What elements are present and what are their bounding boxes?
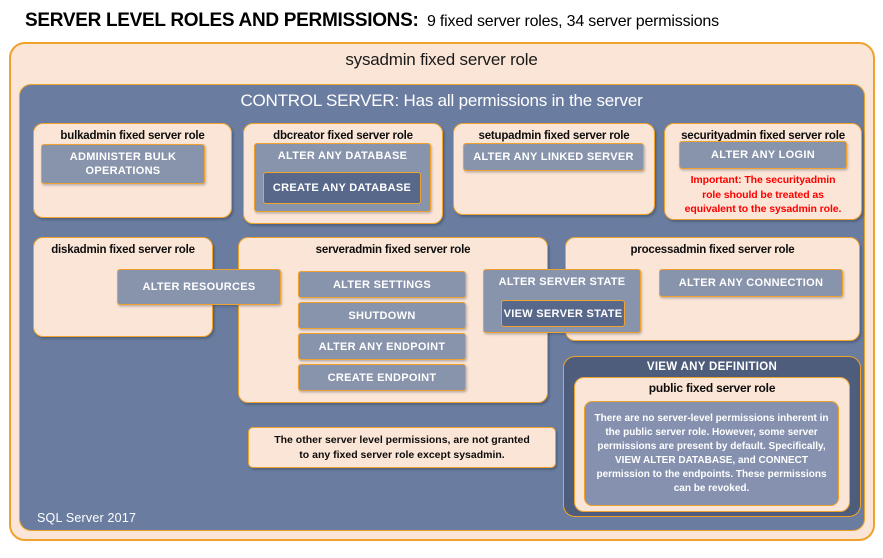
- permission-alter-any-connection: ALTER ANY CONNECTION: [659, 269, 843, 297]
- bulkadmin-role-box: bulkadmin fixed server role ADMINISTER B…: [33, 123, 232, 218]
- permission-alter-any-login: ALTER ANY LOGIN: [679, 141, 847, 169]
- diskadmin-role-title: diskadmin fixed server role: [51, 244, 195, 256]
- permission-create-endpoint: CREATE ENDPOINT: [298, 364, 466, 391]
- public-role-description: There are no server-level permissions in…: [584, 401, 839, 506]
- public-role-box: public fixed server role There are no se…: [574, 377, 850, 512]
- permission-alter-any-endpoint: ALTER ANY ENDPOINT: [298, 333, 466, 360]
- view-any-definition-box: VIEW ANY DEFINITION public fixed server …: [563, 356, 861, 517]
- securityadmin-warning-text: Important: The securityadmin role should…: [684, 174, 842, 215]
- public-role-title: public fixed server role: [648, 381, 776, 395]
- other-permissions-note: The other server level permissions, are …: [248, 427, 556, 468]
- permission-view-server-state: VIEW SERVER STATE: [501, 300, 625, 327]
- permission-create-any-database: CREATE ANY DATABASE: [263, 172, 421, 204]
- securityadmin-role-box: securityadmin fixed server role ALTER AN…: [664, 123, 862, 220]
- page-title-subheading: 9 fixed server roles, 34 server permissi…: [426, 13, 719, 30]
- securityadmin-role-title: securityadmin fixed server role: [681, 130, 845, 142]
- bulkadmin-role-title: bulkadmin fixed server role: [60, 130, 205, 142]
- permission-shutdown: SHUTDOWN: [298, 302, 466, 329]
- permission-alter-server-state-label: ALTER SERVER STATE: [498, 276, 626, 288]
- page-title: SERVER LEVEL ROLES AND PERMISSIONS: 9 fi…: [25, 10, 719, 32]
- serveradmin-role-box: serveradmin fixed server role ALTER SETT…: [238, 237, 548, 403]
- setupadmin-role-box: setupadmin fixed server role ALTER ANY L…: [453, 123, 655, 215]
- permission-view-any-definition-label: VIEW ANY DEFINITION: [646, 361, 778, 373]
- serveradmin-role-title: serveradmin fixed server role: [315, 244, 471, 256]
- setupadmin-role-title: setupadmin fixed server role: [478, 130, 630, 142]
- permission-alter-any-database: ALTER ANY DATABASE CREATE ANY DATABASE: [254, 143, 431, 212]
- sql-server-version-label: SQL Server 2017: [37, 511, 137, 525]
- control-server-label: CONTROL SERVER: Has all permissions in t…: [240, 91, 643, 110]
- sysadmin-role-label: sysadmin fixed server role: [345, 50, 538, 69]
- permission-alter-any-database-label: ALTER ANY DATABASE: [277, 150, 408, 162]
- processadmin-role-title: processadmin fixed server role: [630, 244, 795, 256]
- permission-administer-bulk-operations: ADMINISTER BULK OPERATIONS: [41, 144, 205, 184]
- permission-alter-settings: ALTER SETTINGS: [298, 271, 466, 298]
- dbcreator-role-title: dbcreator fixed server role: [273, 130, 413, 142]
- permission-alter-any-linked-server: ALTER ANY LINKED SERVER: [463, 143, 644, 171]
- permission-alter-resources: ALTER RESOURCES: [117, 269, 281, 305]
- page-title-heading: SERVER LEVEL ROLES AND PERMISSIONS:: [25, 10, 419, 31]
- dbcreator-role-box: dbcreator fixed server role ALTER ANY DA…: [243, 123, 443, 224]
- permission-alter-server-state: ALTER SERVER STATE VIEW SERVER STATE: [483, 269, 641, 333]
